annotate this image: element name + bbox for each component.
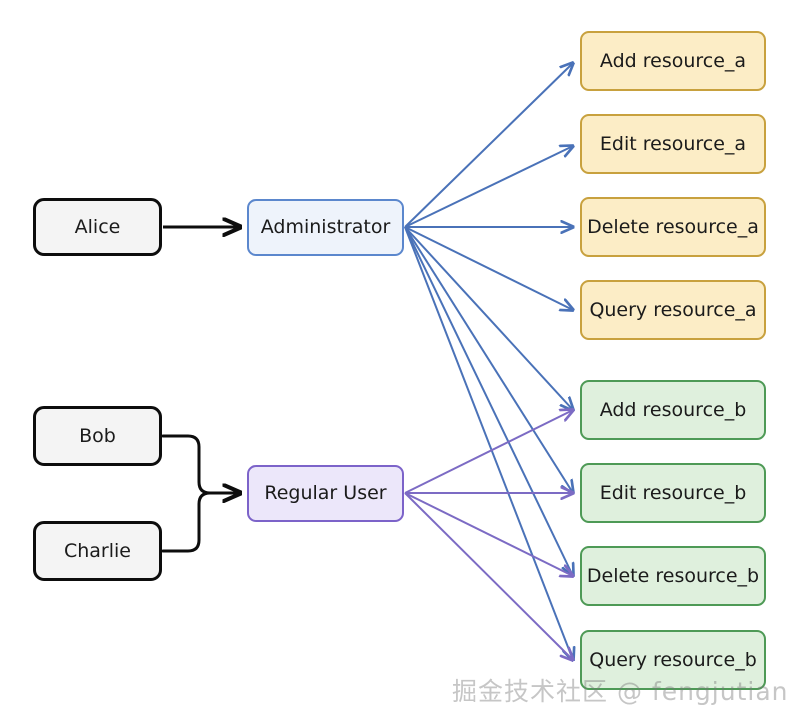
node-role-regular-user-label: Regular User [264, 482, 387, 504]
edge-administrator-add-resource-b [404, 226, 573, 410]
node-permission-delete-resource-b[interactable]: Delete resource_b [580, 546, 766, 606]
edge-regular-user-add-resource-b [404, 410, 573, 494]
node-permission-edit-resource-b[interactable]: Edit resource_b [580, 463, 766, 523]
node-permission-edit-resource-a[interactable]: Edit resource_a [580, 114, 766, 174]
edge-administrator-edit-resource-b [404, 226, 573, 493]
edge-administrator-query-resource-b [404, 226, 573, 660]
node-permission-delete-resource-a[interactable]: Delete resource_a [580, 197, 766, 257]
edge-administrator-add-resource-a [404, 63, 573, 228]
node-role-regular-user[interactable]: Regular User [247, 465, 404, 522]
edge-administrator-delete-resource-b [404, 226, 573, 576]
node-permission-edit-resource-a-label: Edit resource_a [599, 132, 747, 155]
node-permission-query-resource-b-label: Query resource_b [589, 648, 757, 671]
node-user-bob-label: Bob [79, 424, 116, 447]
node-permission-delete-resource-b-label: Delete resource_b [586, 564, 760, 587]
node-user-charlie[interactable]: Charlie [33, 521, 162, 581]
node-permission-edit-resource-b-label: Edit resource_b [599, 481, 747, 504]
edge-bob-regular-user [161, 434, 240, 493]
node-permission-add-resource-a[interactable]: Add resource_a [580, 31, 766, 91]
node-permission-query-resource-b[interactable]: Query resource_b [580, 630, 766, 690]
edge-charlie-regular-user [161, 491, 242, 553]
node-permission-query-resource-a-label: Query resource_a [589, 298, 757, 321]
node-permission-add-resource-a-label: Add resource_a [599, 49, 747, 72]
node-user-charlie-label: Charlie [63, 539, 131, 562]
node-role-administrator-label: Administrator [260, 216, 391, 238]
node-permission-add-resource-b-label: Add resource_b [599, 398, 747, 421]
node-user-bob[interactable]: Bob [33, 406, 162, 466]
node-permission-delete-resource-a-label: Delete resource_a [587, 215, 759, 238]
edge-regular-user-delete-resource-b [404, 492, 573, 576]
node-role-administrator[interactable]: Administrator [247, 199, 404, 256]
node-permission-query-resource-a[interactable]: Query resource_a [580, 280, 766, 340]
watermark-text: 掘金技术社区 @ fengjutian [452, 677, 789, 706]
edge-administrator-query-resource-a [404, 226, 573, 310]
node-user-alice-label: Alice [74, 215, 121, 238]
edge-administrator-edit-resource-a [404, 146, 573, 228]
node-permission-add-resource-b[interactable]: Add resource_b [580, 380, 766, 440]
edge-regular-user-query-resource-b [404, 492, 573, 660]
node-user-alice[interactable]: Alice [33, 198, 162, 256]
